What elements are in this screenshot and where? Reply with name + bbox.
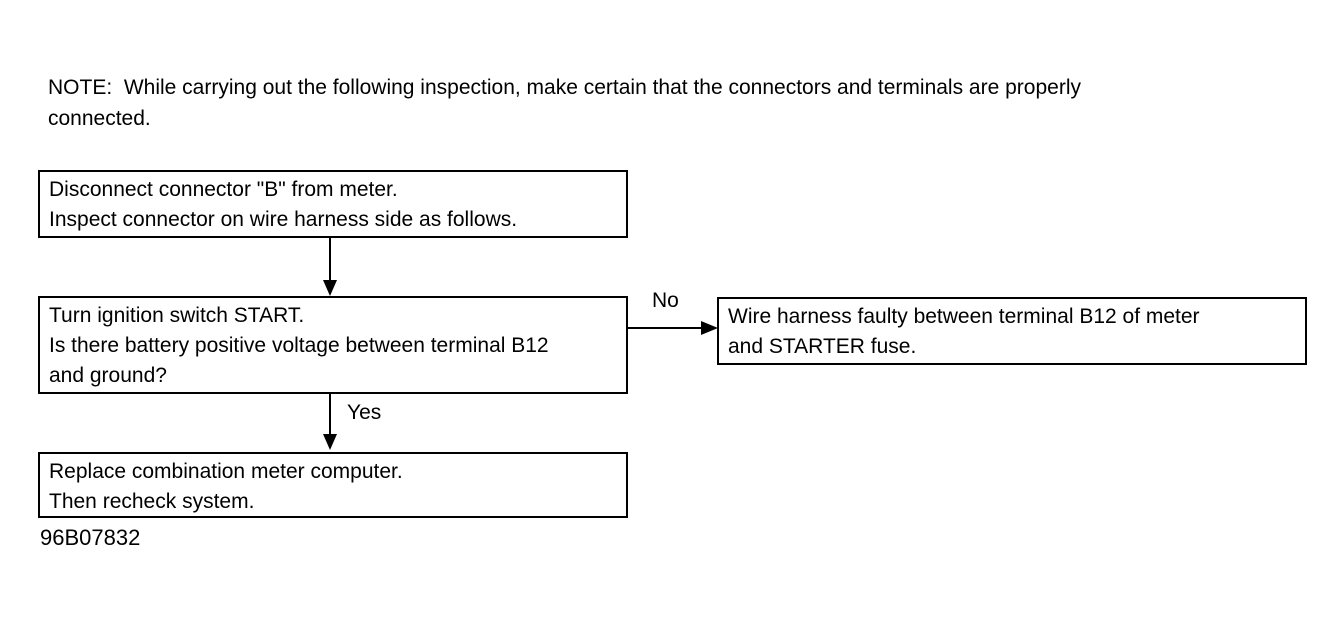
flow-box-wire-harness-faulty: Wire harness faulty between terminal B12…: [717, 297, 1307, 365]
branch-label-yes: Yes: [347, 401, 382, 424]
flow-box-line: and STARTER fuse.: [728, 335, 917, 358]
down-arrow-icon: [323, 434, 337, 450]
flow-box-ignition-check: Turn ignition switch START. Is there bat…: [38, 296, 628, 394]
down-arrow-icon: [323, 280, 337, 296]
right-arrow-icon: [701, 321, 718, 335]
connector-line-step1-step2: [329, 238, 331, 282]
branch-label-no: No: [652, 289, 679, 312]
figure-code: 96B07832: [40, 525, 141, 550]
flow-box-line: and ground?: [49, 364, 167, 387]
flow-box-line: Wire harness faulty between terminal B12…: [728, 305, 1200, 328]
flow-box-line: Disconnect connector "B" from meter.: [49, 178, 398, 201]
flow-box-disconnect-connector: Disconnect connector "B" from meter. Ins…: [38, 170, 628, 238]
note-line-1: NOTE: While carrying out the following i…: [48, 76, 1081, 99]
flow-box-line: Replace combination meter computer.: [49, 460, 403, 483]
flow-box-line: Inspect connector on wire harness side a…: [49, 208, 518, 231]
connector-line-step2-step3: [329, 394, 331, 436]
flow-box-line: Is there battery positive voltage betwee…: [49, 334, 549, 357]
note-text: NOTE: While carrying out the following i…: [48, 72, 1081, 134]
flow-box-replace-meter: Replace combination meter computer. Then…: [38, 452, 628, 518]
note-line-2: connected.: [48, 107, 151, 130]
connector-line-no-branch: [628, 327, 704, 329]
flow-box-line: Turn ignition switch START.: [49, 304, 305, 327]
flow-box-line: Then recheck system.: [49, 490, 255, 513]
